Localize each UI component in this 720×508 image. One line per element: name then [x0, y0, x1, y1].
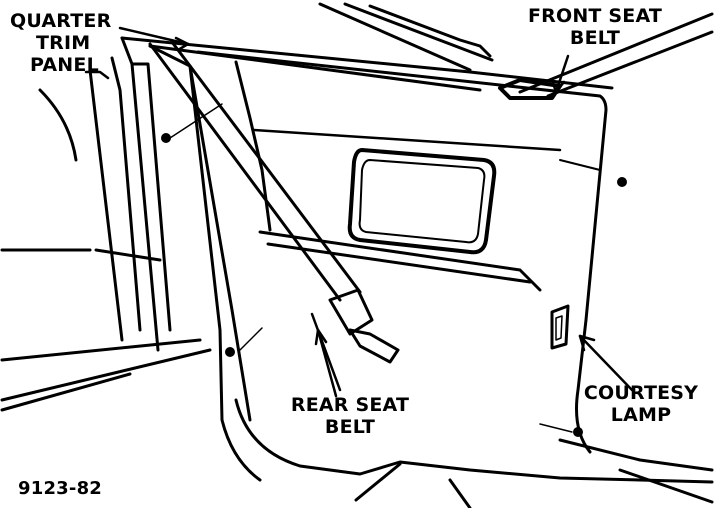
quarter-trim-panel-label-line3: PANEL — [30, 54, 99, 76]
rear-seat-belt-strap — [148, 40, 400, 392]
quarter-trim-panel-label: QUARTER TRIM PANEL — [10, 10, 111, 76]
rear-seat-belt-label-line1: REAR SEAT — [290, 394, 410, 416]
courtesy-lamp-label-line2: LAMP — [610, 404, 672, 426]
courtesy-lamp-label-line1: COURTESY — [583, 382, 699, 404]
courtesy-lamp-label: COURTESY LAMP — [582, 382, 700, 426]
door-sill — [234, 398, 714, 508]
floor-area — [0, 88, 212, 412]
screw-leader-lines — [169, 103, 573, 433]
leader-arrows — [84, 26, 634, 398]
front-seat-belt-label: FRONT SEAT BELT — [485, 5, 705, 49]
front-seat-belt-label-line1: FRONT SEAT — [527, 5, 663, 27]
quarter-trim-panel-label-line2: TRIM — [36, 32, 91, 54]
quarter-window — [347, 148, 497, 255]
screw-fasteners — [161, 133, 627, 437]
b-pillar — [88, 36, 262, 482]
rear-seat-belt-label-line2: BELT — [324, 416, 376, 438]
courtesy-lamp — [550, 304, 570, 350]
figure-number: 9123-82 — [18, 478, 103, 499]
front-seat-belt-label-line2: BELT — [569, 27, 621, 49]
rear-seat-belt-label: REAR SEAT BELT — [285, 394, 415, 438]
quarter-trim-panel-label-line1: QUARTER — [10, 10, 112, 32]
quarter-trim-panel — [196, 50, 608, 454]
